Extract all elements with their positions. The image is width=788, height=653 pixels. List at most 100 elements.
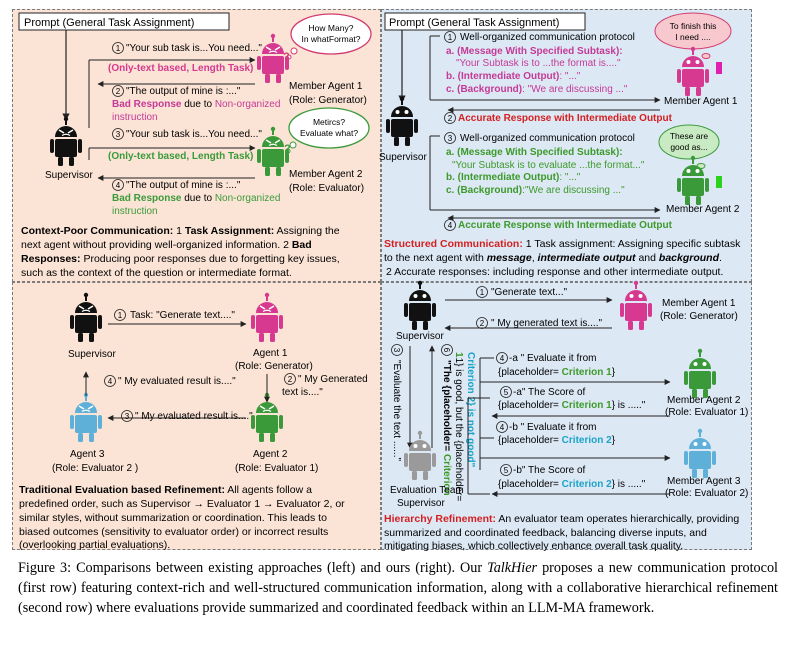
br-eval-4a-label: -a " Evaluate it from — [509, 353, 596, 364]
br-vertical-step-6: 6 "The {placeholder= Criterion 11} is go… — [441, 344, 476, 501]
tr-step-4-number: 4 — [448, 221, 453, 230]
tl-group: Prompt (General Task Assignment) How Man… — [18, 12, 372, 279]
tr-desc-line3: 2 Accurate responses: including response… — [386, 266, 723, 278]
caption-part-2: proposes a new communication protocol (f… — [18, 560, 778, 616]
br-step-5b-number: 5 — [504, 466, 509, 475]
br-step-4a-number: 4 — [500, 354, 505, 363]
svg-text:?: ? — [283, 51, 290, 63]
tr-prompt-label: Prompt (General Task Assignment) — [389, 17, 559, 29]
tr-bubble-1-line2: I need .... — [675, 32, 710, 42]
br-summary-line1: "The {placeholder= Criterion — [441, 360, 452, 496]
tl-question-bubble-1 — [290, 13, 372, 55]
br-member-1-robot — [619, 279, 653, 331]
svg-text:6: 6 — [442, 348, 451, 353]
br-team-supervisor-robot — [403, 429, 437, 481]
br-group: Supervisor Member Agent 1 (Role: Generat… — [384, 279, 748, 552]
br-step-4b-number: 4 — [500, 423, 505, 432]
bl-agent-3-robot — [69, 391, 103, 443]
bl-gen-text-line1: " My Generated — [298, 374, 368, 385]
tl-step-2-due: due to — [181, 99, 214, 110]
tl-step-3-number: 3 — [116, 130, 121, 139]
tl-member-1-role: (Role: Generator) — [289, 95, 367, 106]
br-vertical-step-3: 3 "Evaluate the text ......" — [391, 344, 403, 461]
bl-eval-result-b: " My evaluated result is...." — [135, 411, 253, 422]
bl-desc-line2: predefined order, such as Supervisor → E… — [19, 498, 345, 510]
tr-member-2-name: Member Agent 2 — [666, 204, 740, 215]
tl-step-3-note: (Only-text based, Length Task) — [108, 151, 253, 162]
tl-step-2-reason-line2: instruction — [112, 112, 158, 123]
tl-step-3-quote: "Your sub task is...You need..." — [126, 129, 262, 140]
tl-step-4-reason-line2: instruction — [112, 206, 158, 217]
bl-agent-3-name: Agent 3 — [70, 449, 105, 460]
br-supervisor-label: Supervisor — [396, 331, 444, 342]
tl-step-1-note: (Only-text based, Length Task) — [108, 63, 253, 74]
tl-step-1-quote: "Your sub task is...You need..." — [126, 43, 262, 54]
tr-protocol-3-a-label: a. (Message With Specified Subtask): — [446, 147, 623, 158]
tl-step-2-bad: Bad Response — [112, 99, 182, 110]
tr-response-4: Accurate Response with Intermediate Outp… — [458, 220, 673, 231]
bl-step-1-number: 1 — [118, 311, 123, 320]
tr-response-1: Accurate Response with Intermediate Outp… — [458, 113, 673, 124]
tl-supervisor-label: Supervisor — [45, 170, 93, 181]
br-eval-5a-label: -a" The Score of — [513, 387, 586, 398]
tr-protocol-3-a-text: "Your Subtask is to evaluate ...the form… — [452, 160, 645, 171]
tl-member-1-name: Member Agent 1 — [289, 81, 363, 92]
br-step-1-number: 1 — [480, 288, 485, 297]
br-member-2-role: (Role: Evaluator 1) — [665, 407, 748, 418]
svg-text:c. (Background):"We are discus: c. (Background):"We are discussing ..." — [446, 185, 625, 196]
svg-text:b. (Intermediate Output): "...: b. (Intermediate Output): "..." — [446, 71, 581, 82]
bl-supervisor-robot — [69, 291, 103, 343]
br-team-label-1: Evaluation Team — [390, 485, 464, 496]
br-eval-4a-text: {placeholder= Criterion 1} — [498, 367, 616, 378]
tl-member-2-role: (Role: Evaluator) — [289, 183, 364, 194]
br-eval-4b-label: -b " Evaluate it from — [509, 422, 596, 433]
tr-prompt-box — [384, 12, 586, 31]
br-summary-line3: Criterion 2} is not good" — [465, 352, 476, 468]
svg-text:Bad Response due to Non-organi: Bad Response due to Non-organized — [112, 193, 280, 204]
tr-step-1-number: 1 — [448, 33, 453, 42]
tl-desc-line4: such as the context of the question or i… — [21, 267, 292, 279]
tr-bubble-2-line1: These are — [670, 131, 709, 141]
bl-task-label: Task: "Generate text...." — [130, 310, 235, 321]
tl-step-2-quote: "The output of mine is :..." — [126, 86, 241, 97]
tr-thought-bubble-1 — [654, 12, 732, 50]
bl-desc-line5: (overlooking partial evaluations). — [19, 539, 170, 551]
br-member-3-role: (Role: Evaluator 2) — [665, 488, 748, 499]
tr-member-1-name: Member Agent 1 — [664, 96, 738, 107]
bl-step-2-number: 2 — [288, 375, 293, 384]
br-member-1-role: (Role: Generator) — [660, 311, 738, 322]
br-step-5a-number: 5 — [504, 388, 509, 397]
svg-text:c. (Background): "We are discu: c. (Background): "We are discussing ..." — [446, 84, 628, 95]
caption-talkhier: TalkHier — [487, 560, 538, 576]
bl-group: Supervisor Agent 1 (Role: Generator) Age… — [19, 291, 368, 551]
tl-member-2-name: Member Agent 2 — [289, 169, 363, 180]
bl-desc-line1: Traditional Evaluation based Refinement:… — [19, 484, 312, 496]
bl-agent-2-role: (Role: Evaluator 1) — [235, 463, 318, 474]
br-generate-response: " My generated text is...." — [491, 318, 602, 329]
tr-protocol-1-a-label: a. (Message With Specified Subtask): — [446, 46, 623, 57]
tr-protocol-1-title: Well-organized communication protocol — [460, 32, 635, 43]
tl-bubble-2-line1: Metircs? — [313, 117, 345, 127]
bl-desc-line3: similar styles, without summarization or… — [19, 512, 327, 524]
br-team-label-2: Supervisor — [397, 498, 445, 509]
tr-bubble-1-line1: To finish this — [670, 21, 717, 31]
br-generate-request: "Generate text..." — [491, 287, 567, 298]
br-member-3-name: Member Agent 3 — [667, 476, 741, 487]
tl-step-4-bad: Bad Response — [112, 193, 182, 204]
svg-text:Bad Response due to Non-organi: Bad Response due to Non-organized — [112, 99, 280, 110]
br-supervisor-robot — [403, 279, 437, 331]
tl-step-2-number: 2 — [116, 87, 121, 96]
tl-desc-line2: next agent without providing well-organi… — [21, 239, 312, 251]
tl-prompt-box — [18, 12, 230, 31]
br-member-2-robot — [683, 347, 717, 399]
br-member-1-name: Member Agent 1 — [662, 298, 736, 309]
tr-thought-bubble-2 — [658, 124, 720, 160]
tr-desc-line2: to the next agent with message, intermed… — [384, 252, 722, 264]
bl-step-4-number: 4 — [108, 377, 113, 386]
br-member-2-name: Member Agent 2 — [667, 395, 741, 406]
tr-desc-line1: Structured Communication: 1 Task assignm… — [384, 238, 741, 250]
br-eval-5b-text: {placeholder= Criterion 2} is ....." — [498, 479, 646, 490]
br-desc-line3: mitigating biases, which collectively en… — [384, 540, 683, 552]
tl-step-1-number: 1 — [116, 44, 121, 53]
